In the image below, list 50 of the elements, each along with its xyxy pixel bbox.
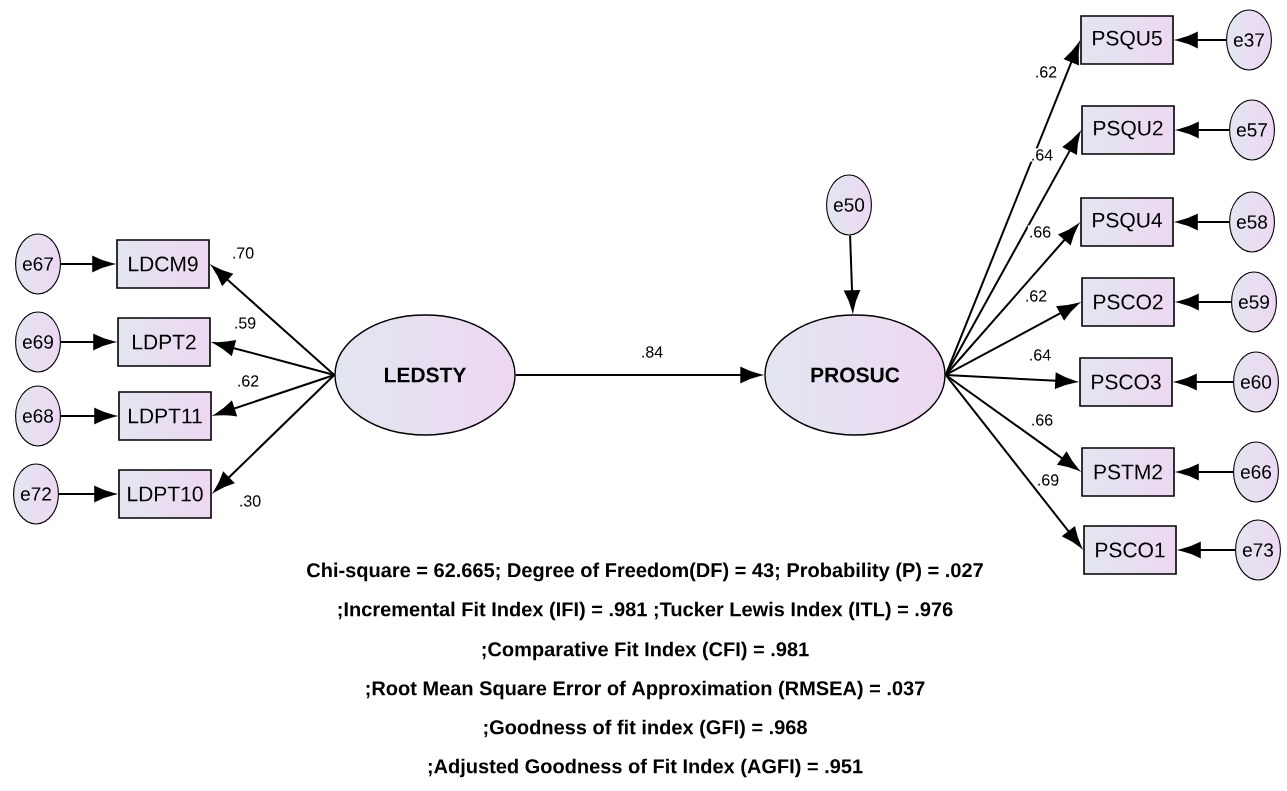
edge-label: .64: [1027, 348, 1053, 362]
edge-label: .64: [1029, 148, 1055, 162]
indicator-box: PSTM2: [1081, 447, 1175, 497]
fit-statistics: ;Incremental Fit Index (IFI) = .981 ;Tucker Lewis Index (ITL) = .976: [338, 601, 953, 621]
arrow: [944, 132, 1081, 376]
indicator-box: PSCO1: [1083, 525, 1177, 575]
fit-statistics: Chi-square = 62.665; Degree of Freedom(DF) = 43; Probability (P) = .027: [307, 562, 983, 582]
arrow: [1177, 214, 1231, 230]
fit-statistics: ;Adjusted Goodness of Fit Index (AGFI) = .951: [428, 758, 863, 778]
arrow: [844, 234, 860, 311]
arrow: [1178, 294, 1233, 310]
fit-statistics: ;Comparative Fit Index (CFI) = .981: [482, 641, 809, 661]
arrow: [1177, 32, 1228, 48]
edge-label: .62: [1033, 65, 1059, 79]
arrow: [944, 374, 1079, 471]
edge-label: .70: [230, 246, 256, 260]
indicator-box: PSCO3: [1079, 357, 1173, 407]
arrow: [944, 374, 1082, 548]
arrow: [1178, 122, 1231, 138]
edge-label: .59: [232, 316, 258, 330]
indicator-box: LDPT2: [117, 317, 211, 367]
fit-statistics: ;Root Mean Square Error of Approximation (RMSEA) = .037: [366, 680, 925, 700]
arrow: [944, 303, 1079, 376]
indicator-box: LDPT10: [118, 469, 212, 519]
arrow: [514, 367, 761, 383]
indicator-box: LDPT11: [118, 391, 212, 441]
edge-label: .69: [1035, 473, 1061, 487]
edge-label: .66: [1029, 413, 1055, 427]
arrow: [1178, 464, 1235, 480]
indicator-box: LDCM9: [116, 239, 210, 289]
arrow: [59, 334, 114, 350]
indicator-box: PSQU4: [1080, 197, 1174, 247]
edge-label: .66: [1027, 225, 1053, 239]
arrow: [213, 374, 336, 492]
fit-statistics: ;Goodness of fit index (GFI) = .968: [484, 719, 807, 739]
indicator-box: PSQU5: [1080, 15, 1174, 65]
edge-label: .30: [237, 494, 263, 508]
arrow: [214, 340, 336, 376]
arrow: [59, 256, 113, 272]
indicator-box: PSCO2: [1081, 277, 1175, 327]
arrow: [1180, 542, 1237, 558]
edge-label: .62: [1023, 289, 1049, 303]
arrow: [58, 486, 115, 502]
indicator-box: PSQU2: [1081, 105, 1175, 155]
edge-label: .62: [235, 374, 261, 388]
edge-label: .84: [639, 345, 665, 359]
arrow: [944, 373, 1076, 389]
arrow: [59, 408, 115, 424]
arrow: [1176, 374, 1235, 390]
arrow: [212, 265, 336, 376]
